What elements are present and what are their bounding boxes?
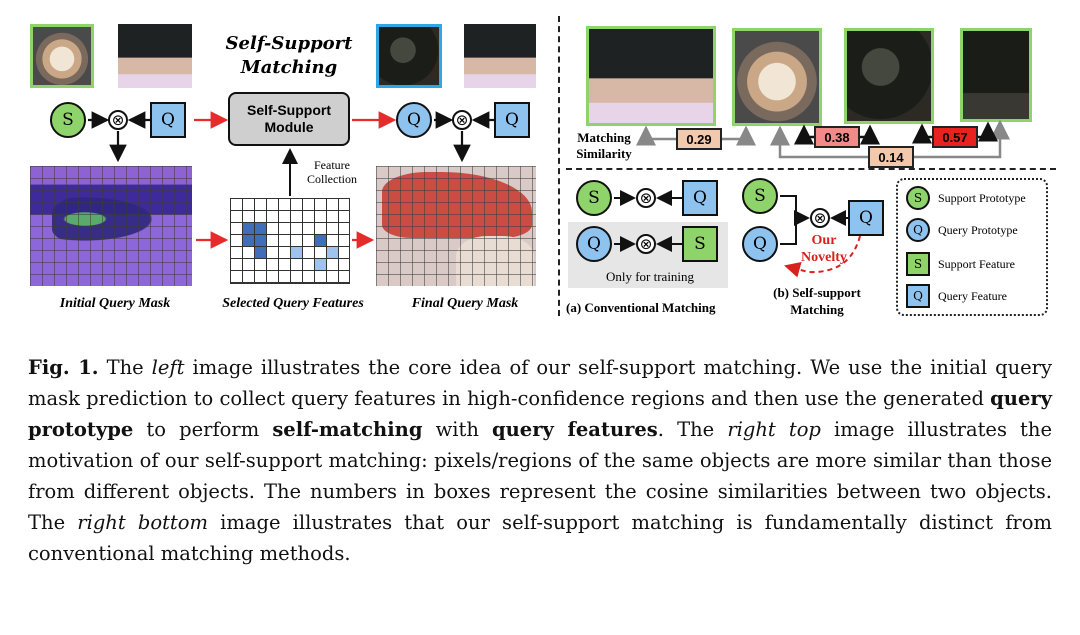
conv-query-feature: Q [682, 180, 718, 216]
caption-emph: right top [727, 418, 821, 441]
matching-arrows [614, 190, 861, 278]
otimes-icon: ⊗ [636, 234, 656, 254]
query-prototype-node: Q [396, 102, 432, 138]
similarity-value-3: 0.14 [868, 146, 914, 168]
query-image [118, 24, 192, 88]
caption-text: . The [657, 418, 728, 441]
module-label: Self-Support Module [247, 102, 331, 135]
support-prototype-node: S [50, 102, 86, 138]
legend-query-prototype-label: Query Prototype [938, 223, 1018, 237]
query-image-highlighted [376, 24, 442, 88]
self-support-matching-label: (b) Self-support Matching [773, 285, 861, 317]
vertical-divider [558, 16, 560, 316]
caption-text: image illustrates the core idea of our s… [28, 356, 1053, 410]
feature-cell [255, 247, 266, 258]
self-support-module: Self-Support Module [228, 92, 350, 146]
caption-text: with [422, 418, 492, 441]
legend-query-feature-label: Query Feature [938, 289, 1007, 303]
otimes-icon: ⊗ [452, 110, 472, 130]
similarity-value-2: 0.38 [814, 126, 860, 148]
our-novelty-label: Our Novelty [801, 233, 847, 265]
ss-support-prototype: S [742, 178, 778, 214]
caption-text: to perform [133, 418, 273, 441]
legend-support-prototype-icon: S [906, 186, 930, 210]
matching-image-4 [960, 28, 1032, 122]
ss-query-prototype: Q [742, 226, 778, 262]
caption-text: The [98, 356, 152, 379]
legend-support-feature-label: Support Feature [938, 257, 1015, 271]
caption-text: image illustrates the motivation of our … [28, 418, 1052, 534]
feature-cell [327, 247, 338, 258]
similarity-connectors [636, 119, 1010, 159]
caption-bold: query prototype [28, 387, 1052, 441]
conv-query-prototype: Q [576, 226, 612, 262]
self-support-title: Self-Support Matching [225, 33, 353, 78]
final-query-mask-label: Final Query Mask [411, 296, 519, 311]
figure-caption: Fig. 1. The left image illustrates the c… [28, 352, 1052, 569]
feature-cell [291, 247, 302, 258]
only-for-training-label: Only for training [605, 269, 695, 284]
legend-support-prototype-label: Support Prototype [938, 191, 1026, 205]
feature-cell [315, 259, 326, 270]
legend-query-prototype-icon: Q [906, 218, 930, 242]
matching-image-3 [844, 28, 934, 124]
caption-bold: query features [492, 418, 658, 441]
legend-query-feature-icon: Q [906, 284, 930, 308]
feature-cell [315, 235, 326, 246]
otimes-icon: ⊗ [108, 110, 128, 130]
feature-collection-label: Feature Collection [307, 158, 357, 186]
matching-similarity-label: Matching Similarity [576, 130, 632, 161]
mask-grid [30, 166, 192, 286]
otimes-icon: ⊗ [810, 208, 830, 228]
caption-emph: right bottom [77, 511, 208, 534]
support-image-cat [30, 24, 94, 88]
feature-cell [255, 223, 266, 234]
caption-bold: self-matching [272, 418, 423, 441]
initial-query-mask-label: Initial Query Mask [59, 296, 171, 311]
horizontal-divider [566, 168, 1056, 170]
caption-emph: left [151, 356, 185, 379]
selected-query-features-label: Selected Query Features [222, 296, 364, 311]
conventional-matching-label: (a) Conventional Matching [566, 300, 716, 315]
query-feature-node: Q [150, 102, 186, 138]
final-query-mask [376, 166, 536, 286]
fig-label: Fig. 1. [28, 356, 99, 379]
conv-support-feature: S [682, 226, 718, 262]
legend: S Support Prototype Q Query Prototype S … [896, 178, 1048, 316]
similarity-value-4: 0.57 [932, 126, 978, 148]
left-panel-arrows [88, 111, 494, 249]
otimes-icon: ⊗ [636, 188, 656, 208]
ss-query-feature: Q [848, 200, 884, 236]
query-feature-node: Q [494, 102, 530, 138]
selected-features-grid [230, 198, 350, 284]
similarity-value-1: 0.29 [676, 128, 722, 150]
initial-query-mask [30, 166, 192, 286]
matching-image-2 [732, 28, 822, 126]
conv-support-prototype: S [576, 180, 612, 216]
caption-text: image illustrates that our self-support … [28, 511, 1052, 565]
query-image-right [464, 24, 536, 88]
feature-cell [255, 235, 266, 246]
mask-grid [376, 166, 536, 286]
feature-cell [243, 223, 254, 234]
legend-support-feature-icon: S [906, 252, 930, 276]
feature-cell [243, 235, 254, 246]
figure: Self-Support Matching S ⊗ Q Self-Support… [30, 16, 1056, 317]
matching-image-1 [586, 26, 716, 126]
